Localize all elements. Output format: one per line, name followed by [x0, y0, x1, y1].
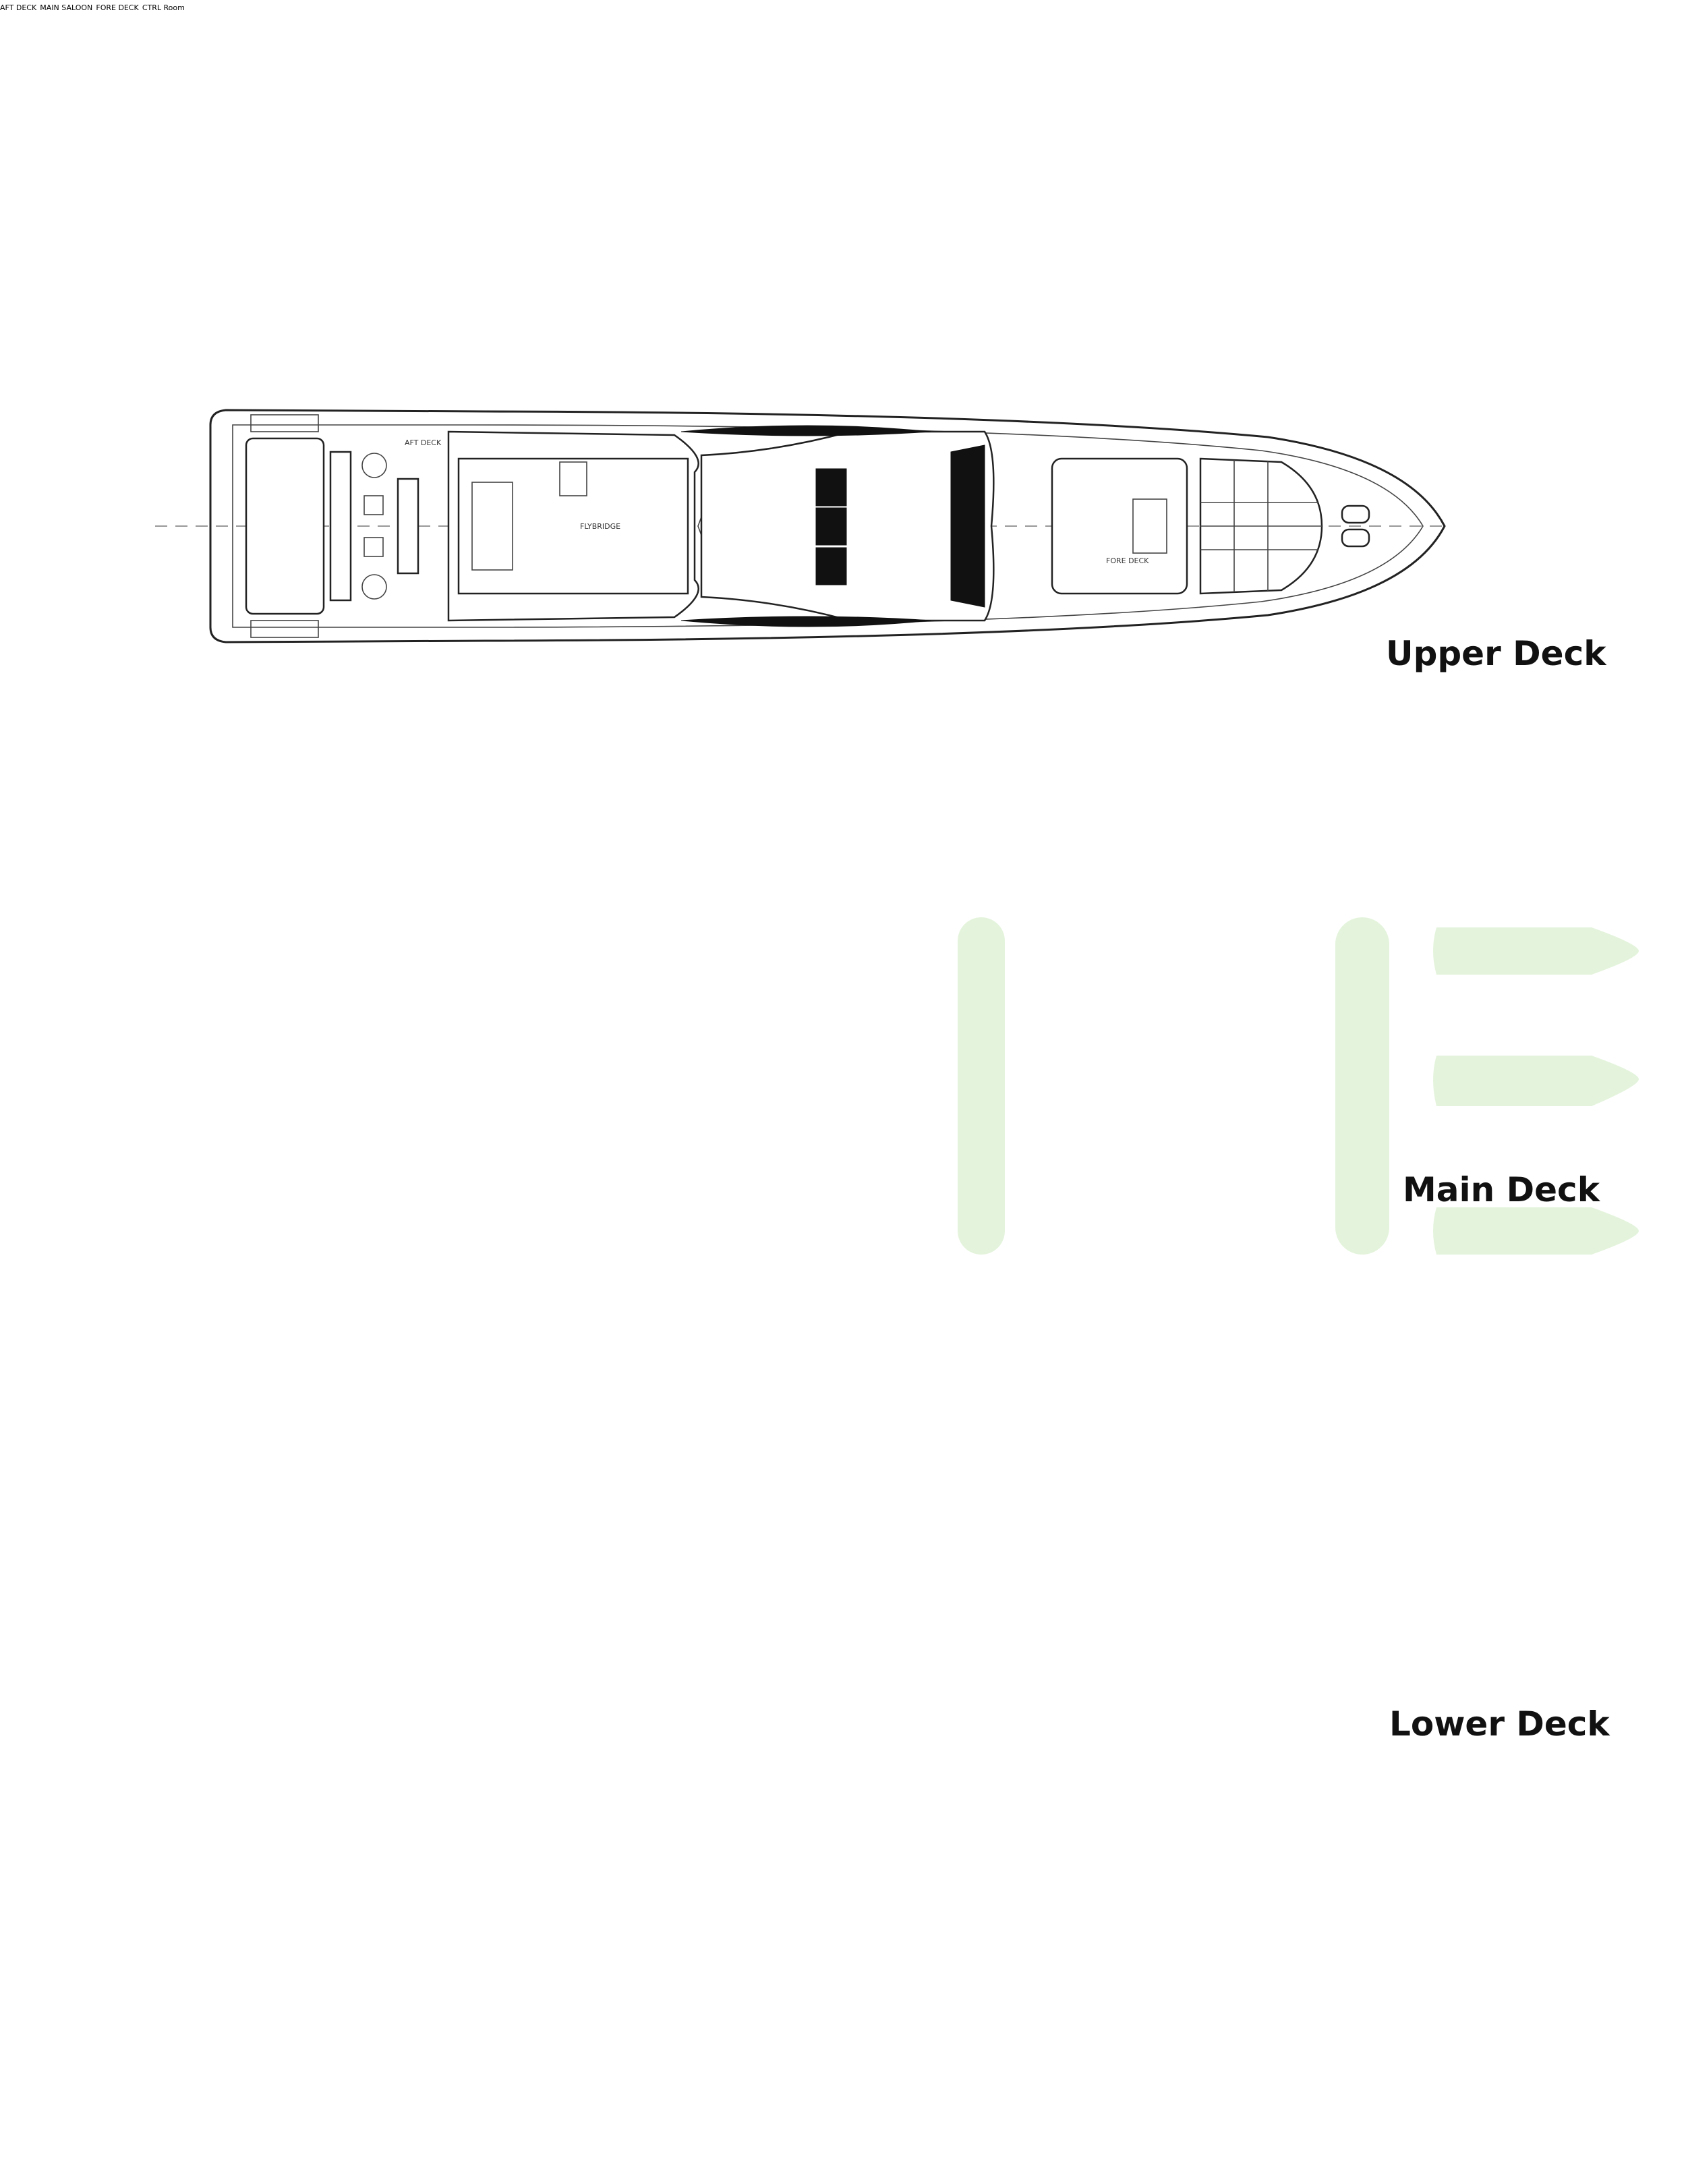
upper-deck-plan: AFT DECK FLYBRIDGE FORE DECK: [155, 409, 1446, 643]
upper-deck-title: Upper Deck: [1386, 634, 1606, 673]
main-deck-title: Main Deck: [1403, 1170, 1600, 1209]
area-label: CTRL Room: [142, 3, 185, 12]
area-label: MAIN SALOON: [40, 3, 93, 12]
main-deck-plan: AFT DECK MAIN SALOON FORE DECK: [0, 0, 142, 13]
area-label: AFT DECK: [405, 438, 442, 447]
watermark-logo: [958, 917, 1639, 1255]
area-label: FLYBRIDGE: [580, 522, 620, 531]
lower-deck-plan: CTRL Room: [142, 0, 185, 13]
area-label: FORE DECK: [96, 3, 139, 12]
lower-deck-title: Lower Deck: [1389, 1704, 1610, 1744]
area-label: AFT DECK: [0, 3, 37, 12]
area-label: FORE DECK: [1106, 556, 1149, 565]
